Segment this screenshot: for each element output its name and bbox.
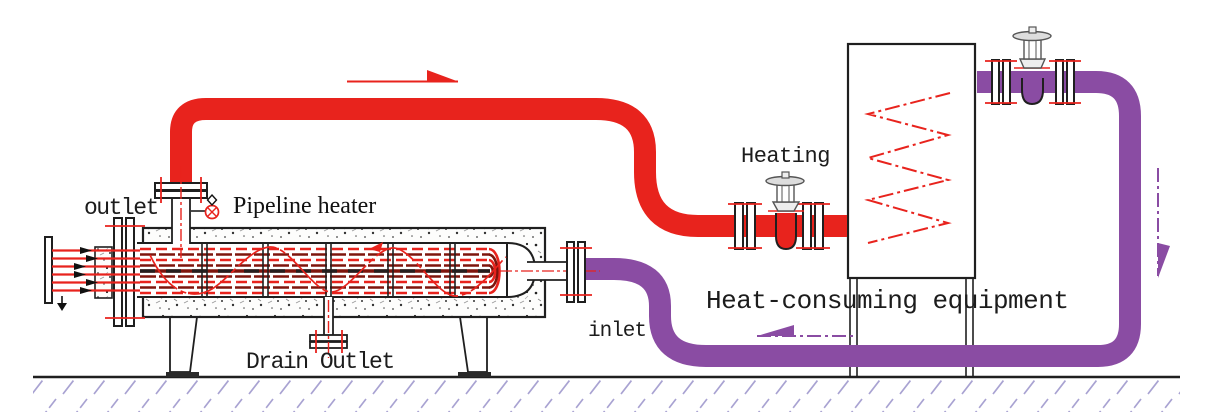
- flange: [1049, 59, 1081, 105]
- main-flange: [105, 217, 145, 327]
- flow-wave: [149, 242, 507, 297]
- heating-label: Heating: [741, 144, 830, 169]
- wave-arrowhead: [369, 242, 383, 252]
- terminal-plate: [44, 236, 53, 304]
- valve-body: [775, 213, 797, 251]
- heating-element-assembly: [44, 236, 140, 311]
- baffles: [201, 244, 456, 296]
- drain-arrow-icon: [57, 303, 67, 311]
- hot-supply-pipe: [170, 70, 847, 237]
- outlet-nozzle: [154, 166, 220, 258]
- heat-consuming-equipment-label: Heat-consuming equipment: [706, 286, 1068, 316]
- valve-handwheel: [1012, 26, 1052, 69]
- heating-valve: [728, 171, 830, 251]
- flange: [985, 59, 1017, 105]
- hot-flow-arrow: [347, 70, 458, 83]
- return-flow-arrow-down: [1157, 168, 1170, 278]
- outlet-label: outlet: [84, 195, 158, 221]
- pipeline-heater-label: Pipeline heater: [233, 193, 376, 219]
- drain-nozzle: [309, 297, 348, 358]
- inlet-nozzle: [500, 241, 600, 303]
- heating-coil-zigzag: [864, 92, 952, 244]
- pipeline-heater-vessel: [44, 166, 600, 377]
- valve-body: [1021, 78, 1044, 106]
- heater-leg-left: [169, 316, 199, 373]
- heat-consuming-equipment-box: [846, 42, 977, 377]
- flange: [796, 202, 830, 250]
- ground: [33, 375, 1180, 412]
- return-flow-arrow-left: [757, 325, 856, 337]
- heater-leg-right: [458, 316, 488, 373]
- vent-valve: [191, 193, 220, 220]
- element-arrowheads: [74, 247, 98, 294]
- ground-hatching: [33, 379, 1180, 412]
- valve-handwheel: [765, 171, 805, 212]
- return-pipe: [584, 71, 1170, 367]
- flange: [728, 202, 762, 250]
- inlet-label: inlet: [588, 320, 646, 343]
- return-valve: [985, 26, 1081, 106]
- drain-outlet-label: Drain Outlet: [246, 349, 394, 375]
